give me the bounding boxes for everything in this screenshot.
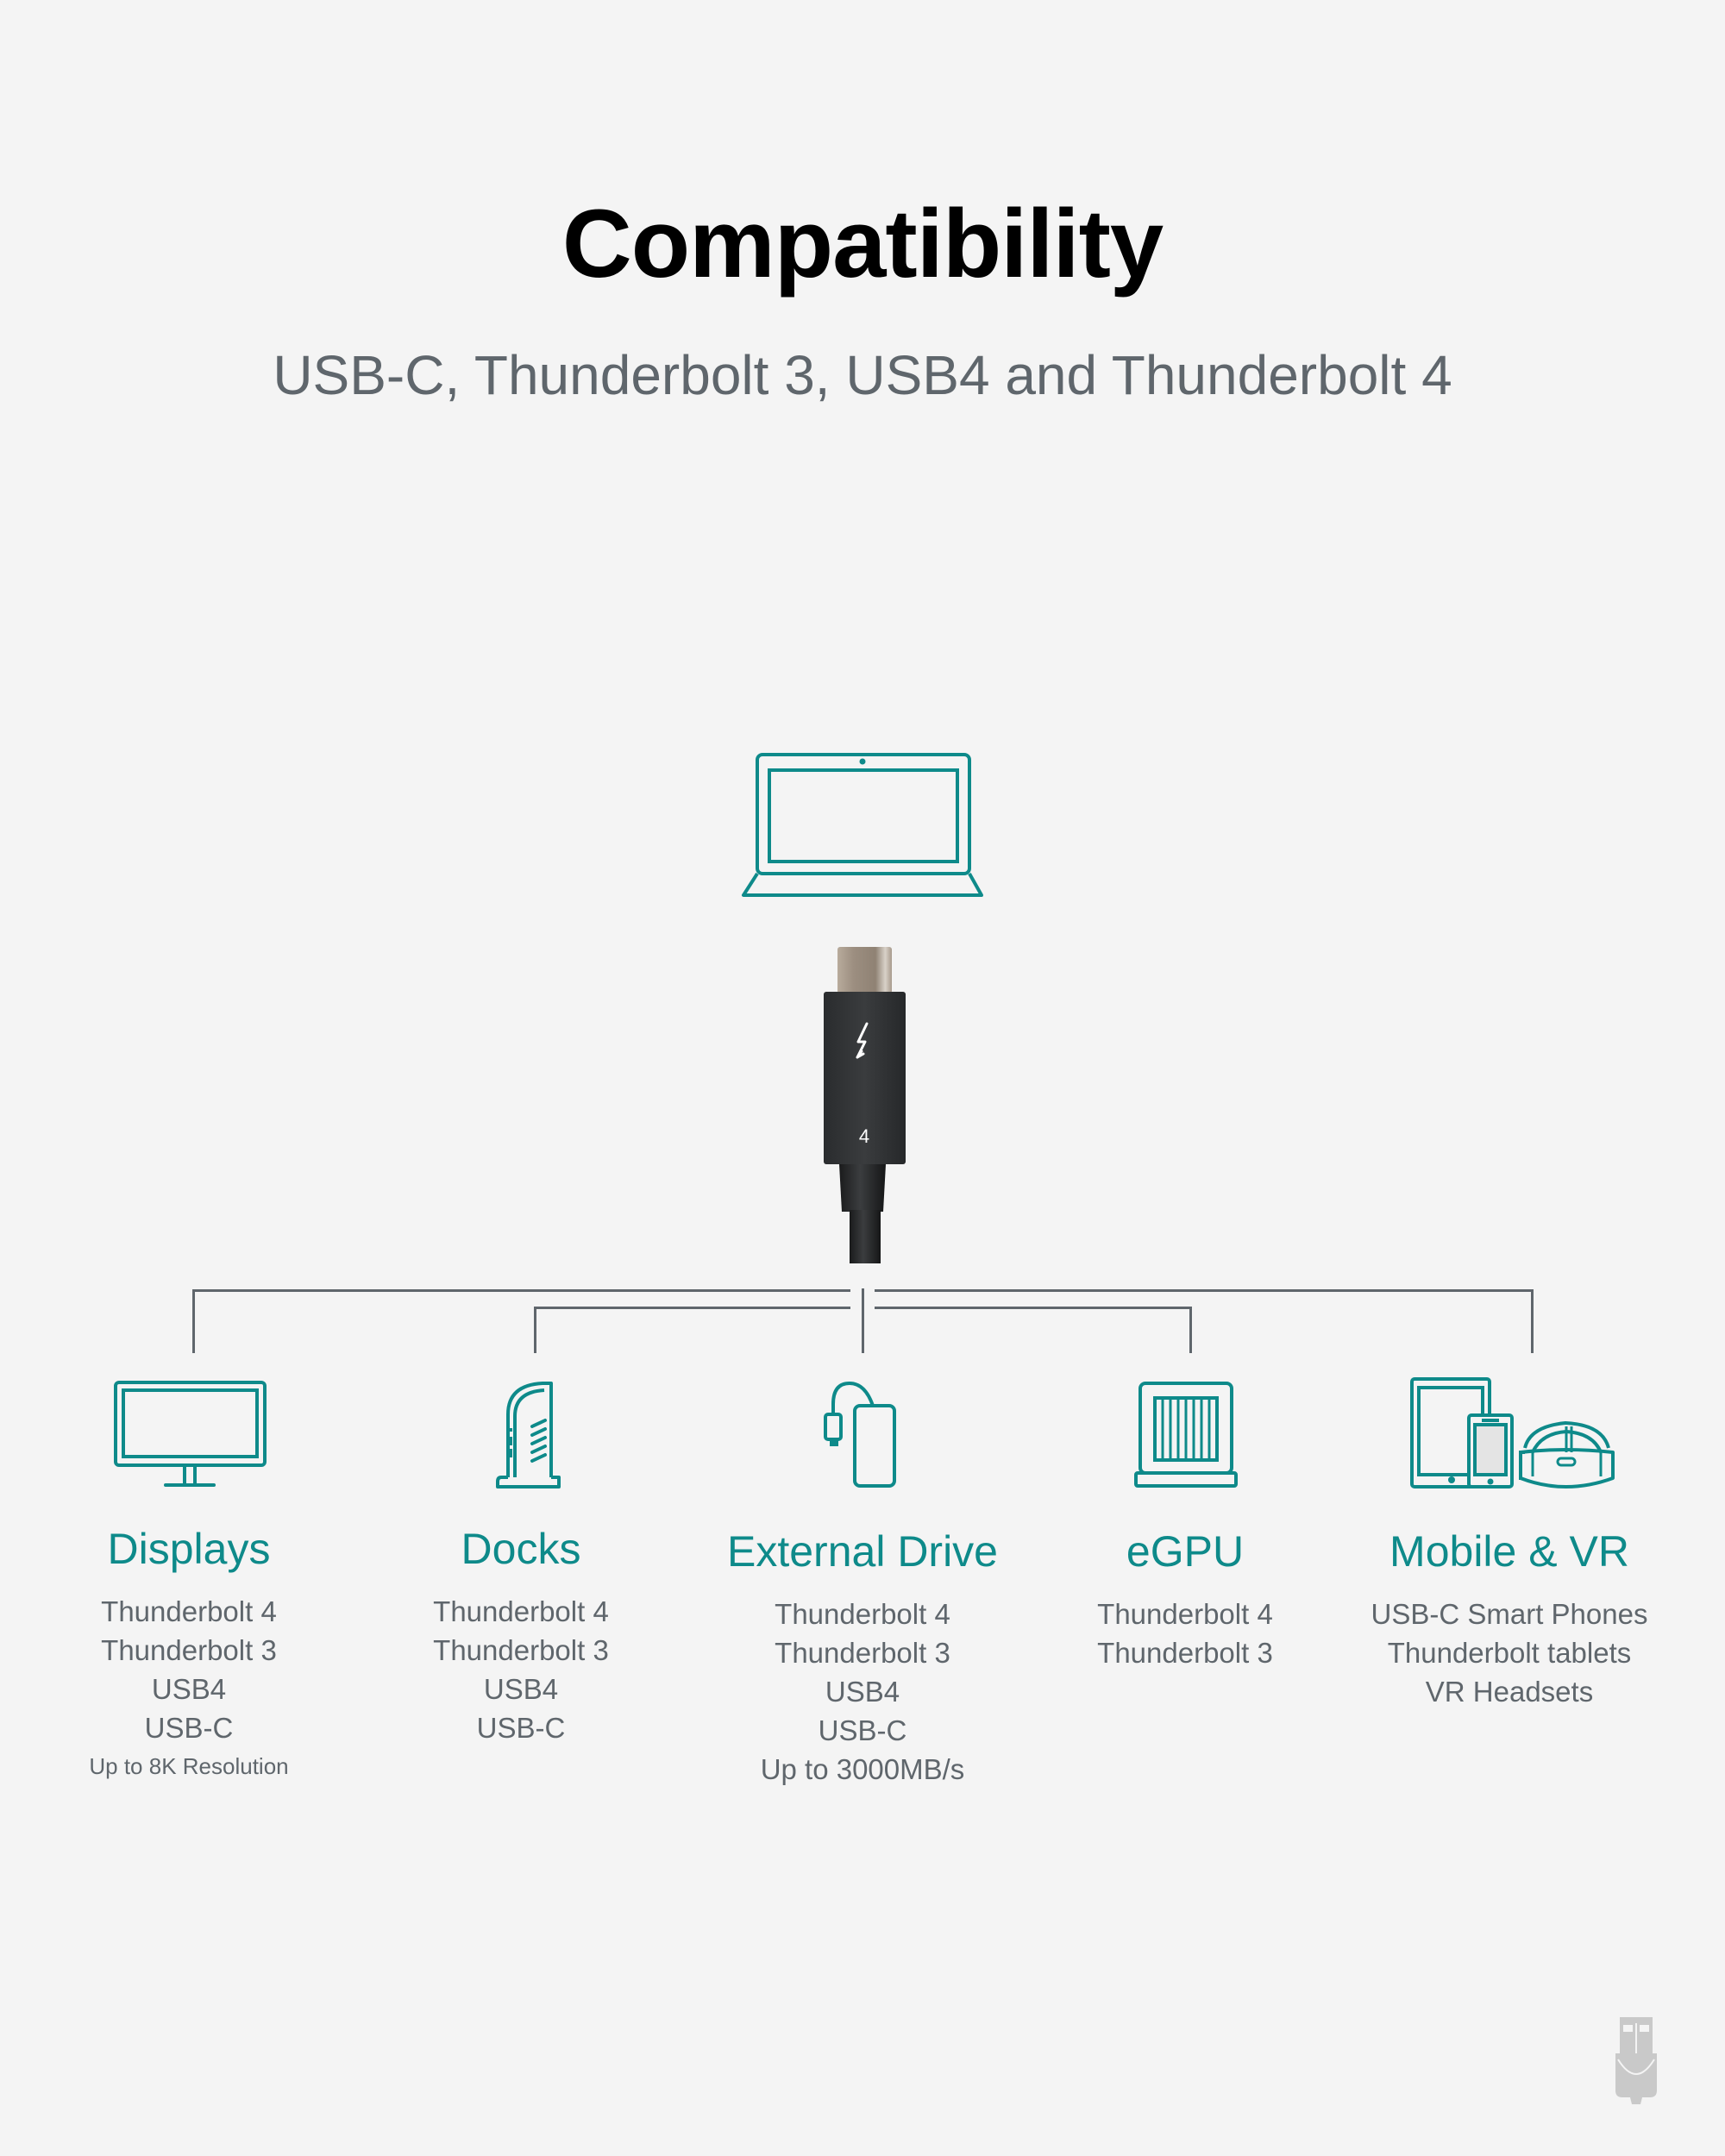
category-item: USB4 — [483, 1673, 559, 1705]
category-external-drive: External Drive Thunderbolt 4 Thunderbolt… — [699, 1527, 1026, 1789]
category-item: Thunderbolt 4 — [1097, 1598, 1273, 1630]
category-heading: Docks — [461, 1525, 581, 1573]
cable-version-label: 4 — [859, 1125, 869, 1147]
usb-smiley-logo-icon — [1615, 2017, 1657, 2104]
category-item: USB4 — [825, 1676, 900, 1708]
category-item: Thunderbolt 4 — [101, 1595, 277, 1627]
laptop-icon — [742, 753, 983, 897]
category-item: USB4 — [151, 1673, 227, 1705]
mobile-vr-icon — [1410, 1377, 1615, 1489]
category-item: Thunderbolt 4 — [433, 1595, 609, 1627]
category-docks: Docks Thunderbolt 4 Thunderbolt 3 USB4 U… — [357, 1525, 685, 1747]
category-item: USB-C Smart Phones — [1371, 1598, 1648, 1630]
category-item: Thunderbolt 3 — [101, 1634, 277, 1666]
thunderbolt-bolt-glyph — [856, 1022, 869, 1059]
category-item: USB-C — [818, 1714, 907, 1746]
category-mobile-vr: Mobile & VR USB-C Smart Phones Thunderbo… — [1346, 1527, 1673, 1711]
category-heading: Displays — [107, 1525, 271, 1573]
category-displays: Displays Thunderbolt 4 Thunderbolt 3 USB… — [25, 1525, 353, 1786]
category-item: USB-C — [476, 1712, 566, 1744]
thunderbolt-cable-icon: 4 — [824, 947, 906, 1263]
egpu-icon — [1134, 1382, 1238, 1488]
page-subtitle: USB-C, Thunderbolt 3, USB4 and Thunderbo… — [273, 344, 1452, 406]
category-item: USB-C — [144, 1712, 234, 1744]
external-drive-icon — [824, 1381, 896, 1488]
category-item: Thunderbolt 3 — [1097, 1637, 1273, 1669]
category-item: Thunderbolt 4 — [775, 1598, 950, 1630]
category-heading: eGPU — [1126, 1527, 1245, 1576]
category-item: Thunderbolt 3 — [775, 1637, 950, 1669]
category-item: Thunderbolt tablets — [1387, 1637, 1632, 1669]
category-note: Up to 8K Resolution — [89, 1753, 289, 1779]
category-egpu: eGPU Thunderbolt 4 Thunderbolt 3 — [1021, 1527, 1349, 1672]
category-heading: External Drive — [727, 1527, 998, 1576]
page-title: Compatibility — [561, 190, 1164, 298]
category-item: Thunderbolt 3 — [433, 1634, 609, 1666]
category-heading: Mobile & VR — [1389, 1527, 1629, 1576]
monitor-icon — [114, 1381, 267, 1487]
dock-icon — [496, 1382, 561, 1489]
category-item: VR Headsets — [1425, 1676, 1594, 1708]
category-item: Up to 3000MB/s — [760, 1753, 965, 1785]
